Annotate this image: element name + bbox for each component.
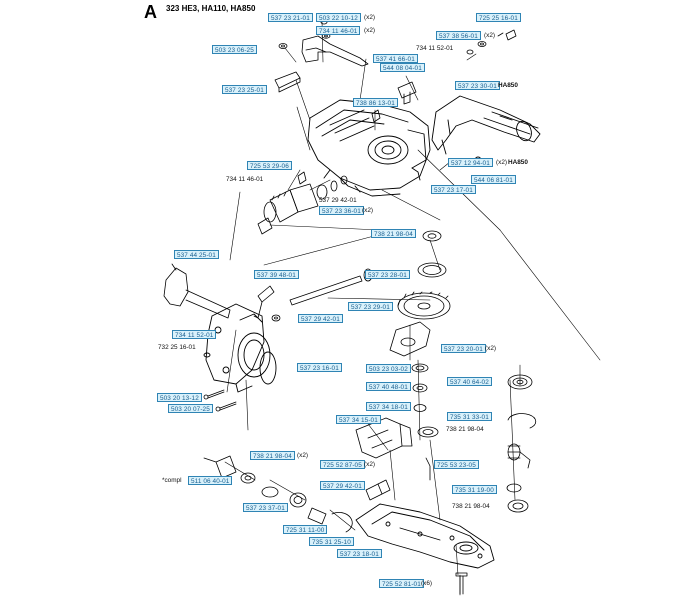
part-label-503-20-07-25[interactable]: 503 20 07-25 bbox=[168, 404, 213, 413]
mounting-bracket bbox=[274, 13, 369, 93]
part-label-734-11-52-01[interactable]: 734 11 52-01 bbox=[172, 330, 217, 339]
part-label-503-22-10-12[interactable]: 503 22 10-12 bbox=[316, 13, 361, 22]
part-label-725-25-16-01[interactable]: 725 25 16-01 bbox=[476, 13, 521, 22]
bolts-left bbox=[203, 389, 237, 412]
part-text-738-21-98-04-a: 738 21 98-04 bbox=[446, 426, 484, 433]
part-label-503-23-06-25[interactable]: 503 23 06-25 bbox=[212, 45, 257, 54]
quantity-marker: (x6) bbox=[421, 580, 433, 587]
middle-bracket bbox=[355, 417, 413, 459]
part-text-734-11-52-01: 734 11 52-01 bbox=[416, 45, 454, 52]
part-label-537-23-17-01[interactable]: 537 23 17-01 bbox=[431, 185, 476, 194]
drive-gear-assembly bbox=[257, 171, 348, 235]
handle-ha850 bbox=[431, 95, 541, 164]
part-label-537-40-48-01[interactable]: 537 40 48-01 bbox=[366, 382, 411, 391]
part-label-537-40-64-02[interactable]: 537 40 64-02 bbox=[447, 377, 492, 386]
model-title: 323 HE3, HA110, HA850 bbox=[166, 4, 256, 13]
part-label-537-34-15-01[interactable]: 537 34 15-01 bbox=[336, 415, 381, 424]
part-label-544-06-81-01[interactable]: 544 06 81-01 bbox=[471, 175, 516, 184]
part-label-537-23-37-01[interactable]: 537 23 37-01 bbox=[243, 503, 288, 512]
part-label-537-12-94-01[interactable]: 537 12 94-01 bbox=[448, 158, 493, 167]
part-label-735-31-25-10[interactable]: 735 31 25-10 bbox=[309, 537, 354, 546]
part-label-537-38-56-01[interactable]: 537 38 56-01 bbox=[436, 31, 481, 40]
quantity-marker: (x2) bbox=[297, 452, 309, 459]
part-label-537-29-42-01-lower[interactable]: 537 29 42-01 bbox=[320, 481, 365, 490]
part-label-511-06-40-01[interactable]: 511 06 40-01 bbox=[188, 476, 233, 485]
part-label-738-21-98-04-top[interactable]: 738 21 98-04 bbox=[371, 229, 416, 238]
part-label-537-23-25-01[interactable]: 537 23 25-01 bbox=[222, 85, 267, 94]
part-label-537-23-36-01[interactable]: 537 23 36-01 bbox=[319, 206, 364, 215]
part-label-537-23-20-01[interactable]: 537 23 20-01 bbox=[441, 344, 486, 353]
upper-right-fasteners bbox=[371, 29, 517, 123]
quantity-marker: (x2) bbox=[362, 207, 374, 214]
part-label-503-20-13-12[interactable]: 503 20 13-12 bbox=[157, 393, 202, 402]
part-label-537-23-21-01[interactable]: 537 23 21-01 bbox=[268, 13, 313, 22]
quantity-marker: (x2) bbox=[496, 159, 508, 166]
part-label-725-53-29-06[interactable]: 725 53 29-06 bbox=[247, 161, 292, 170]
variant-tag-ha850: HA850 bbox=[508, 159, 528, 166]
part-label-734-11-46-01[interactable]: 734 11 46-01 bbox=[316, 26, 361, 35]
adjust-lever bbox=[163, 263, 231, 319]
right-bearings bbox=[506, 374, 537, 513]
quantity-marker: (x2) bbox=[484, 32, 496, 39]
section-letter: A bbox=[144, 2, 157, 22]
part-label-725-53-23-05[interactable]: 725 53 23-05 bbox=[434, 460, 479, 469]
quantity-marker: (x2) bbox=[364, 14, 376, 21]
part-label-537-23-30-01[interactable]: 537 23 30-01 bbox=[455, 81, 500, 90]
part-text-734-11-46-01: 734 11 46-01 bbox=[226, 176, 264, 183]
part-label-537-23-28-01[interactable]: 537 23 28-01 bbox=[365, 270, 410, 279]
part-label-735-31-19-00[interactable]: 735 31 19-00 bbox=[452, 485, 497, 494]
part-label-537-23-18-01[interactable]: 537 23 18-01 bbox=[337, 549, 382, 558]
part-label-537-44-25-01[interactable]: 537 44 25-01 bbox=[174, 250, 219, 259]
part-label-725-52-81-01[interactable]: 725 52 81-01 bbox=[379, 579, 424, 588]
part-label-537-41-66-01[interactable]: 537 41 66-01 bbox=[373, 54, 418, 63]
part-text-738-21-98-04-b: 738 21 98-04 bbox=[452, 503, 490, 510]
bottom-guard bbox=[355, 503, 495, 569]
bearing-stack bbox=[389, 230, 451, 438]
part-label-738-21-98-04-mid[interactable]: 738 21 98-04 bbox=[250, 451, 295, 460]
small-parts-lower bbox=[203, 455, 431, 533]
part-text-732-25-16-01: 732 25 16-01 bbox=[158, 344, 196, 351]
quantity-marker: (x2) bbox=[364, 461, 376, 468]
part-label-725-31-11-00[interactable]: 725 31 11-00 bbox=[283, 525, 328, 534]
part-label-738-86-13-01[interactable]: 738 86 13-01 bbox=[353, 98, 398, 107]
bottom-screw bbox=[455, 572, 468, 595]
part-label-544-08-04-01[interactable]: 544 08 04-01 bbox=[380, 63, 425, 72]
complete-note: *compl bbox=[162, 477, 182, 484]
part-label-537-29-42-01[interactable]: 537 29 42-01 bbox=[298, 314, 343, 323]
part-label-537-23-29-01[interactable]: 537 23 29-01 bbox=[348, 302, 393, 311]
quantity-marker: (x2) bbox=[364, 27, 376, 34]
part-label-537-39-48-01[interactable]: 537 39 48-01 bbox=[254, 270, 299, 279]
gearbox-housing bbox=[203, 303, 277, 393]
part-text-537-29-42-01: 537 29 42-01 bbox=[319, 197, 357, 204]
part-label-725-52-87-05[interactable]: 725 52 87-05 bbox=[320, 460, 365, 469]
variant-tag-ha850: HA850 bbox=[498, 82, 518, 89]
part-label-503-23-03-02[interactable]: 503 23 03-02 bbox=[366, 364, 411, 373]
part-label-537-34-18-01[interactable]: 537 34 18-01 bbox=[366, 402, 411, 411]
quantity-marker: (x2) bbox=[485, 345, 497, 352]
part-label-537-23-16-01[interactable]: 537 23 16-01 bbox=[297, 363, 342, 372]
part-label-735-31-33-01[interactable]: 735 31 33-01 bbox=[447, 412, 492, 421]
